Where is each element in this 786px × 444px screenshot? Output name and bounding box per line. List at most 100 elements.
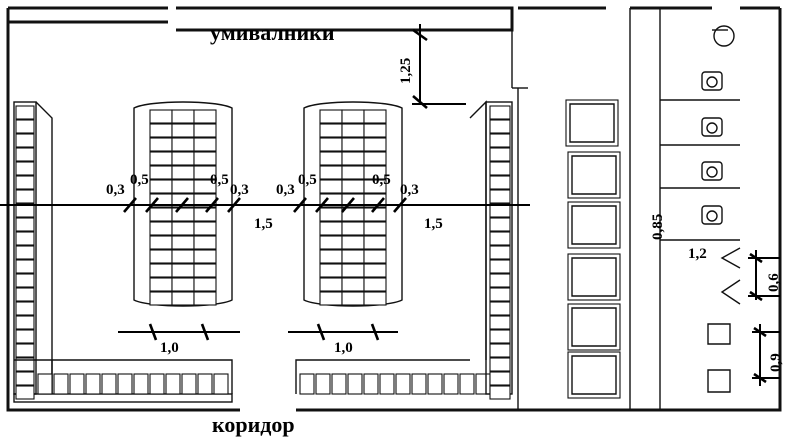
locker-cell	[15, 133, 35, 148]
locker-cell	[53, 373, 69, 395]
passage-b-label: 1,0	[334, 340, 353, 356]
locker-cell	[69, 373, 85, 395]
locker-cell	[171, 263, 195, 278]
locker-cell	[193, 123, 217, 138]
locker-cell	[319, 263, 343, 278]
locker-cell	[319, 179, 343, 194]
locker-cell	[85, 373, 101, 395]
locker-cell	[117, 373, 133, 395]
locker-cell	[363, 235, 387, 250]
locker-cell	[341, 109, 365, 124]
locker-cell	[193, 179, 217, 194]
seat-left-b-label: 0,5	[298, 172, 317, 188]
locker-cell	[489, 329, 511, 344]
locker-cell	[319, 109, 343, 124]
locker-cell	[149, 263, 173, 278]
locker-cell	[15, 385, 35, 400]
shower-tray	[571, 205, 617, 245]
locker-cell	[489, 301, 511, 316]
locker-cell	[171, 249, 195, 264]
locker-cell	[459, 373, 475, 395]
locker-cell	[15, 175, 35, 190]
locker-cell	[171, 123, 195, 138]
locker-cell	[171, 221, 195, 236]
shower-tray	[569, 103, 615, 143]
locker-cell	[489, 371, 511, 386]
locker-cell	[341, 123, 365, 138]
locker-cell	[489, 147, 511, 162]
locker-cell	[379, 373, 395, 395]
locker-cell	[15, 119, 35, 134]
locker-cell	[197, 373, 213, 395]
locker-cell	[171, 277, 195, 292]
locker-cell	[363, 263, 387, 278]
locker-cell	[15, 245, 35, 260]
passage-a-label: 1,0	[160, 340, 179, 356]
locker-cell	[319, 221, 343, 236]
wc-bowls	[701, 25, 735, 225]
locker-cell	[149, 179, 173, 194]
locker-cell	[489, 119, 511, 134]
corridor-label: коридор	[212, 412, 295, 437]
locker-cell	[489, 385, 511, 400]
locker-cell	[149, 109, 173, 124]
locker-cell	[15, 371, 35, 386]
locker-cell	[319, 151, 343, 166]
locker-cell	[149, 123, 173, 138]
locker-cell	[319, 123, 343, 138]
locker-cell	[193, 151, 217, 166]
locker-cell	[15, 231, 35, 246]
locker-cell	[363, 179, 387, 194]
locker-cell	[171, 207, 195, 222]
locker-cell	[193, 249, 217, 264]
locker-cell	[363, 373, 379, 395]
aisle-a-label: 1,5	[254, 216, 273, 232]
locker-cell	[341, 291, 365, 306]
gap-right-b-label: 0,3	[400, 182, 419, 198]
locker-cell	[427, 373, 443, 395]
locker-cell	[15, 315, 35, 330]
locker-cell	[341, 235, 365, 250]
seat-left-a-label: 0,5	[130, 172, 149, 188]
shower-width-label: 0,85	[650, 214, 666, 240]
locker-cell	[363, 109, 387, 124]
locker-cell	[15, 329, 35, 344]
locker-cell	[489, 287, 511, 302]
locker-cell	[149, 151, 173, 166]
locker-cell	[341, 151, 365, 166]
locker-cell	[15, 147, 35, 162]
locker-cell	[489, 175, 511, 190]
locker-cell	[15, 357, 35, 372]
locker-cell	[341, 179, 365, 194]
dimension-lines	[0, 24, 780, 386]
locker-cell	[489, 189, 511, 204]
locker-cell	[171, 151, 195, 166]
locker-cell	[331, 373, 347, 395]
urinals	[720, 247, 741, 305]
locker-cell	[193, 137, 217, 152]
locker-cell	[341, 249, 365, 264]
locker-cell	[149, 249, 173, 264]
bench-a-cells	[149, 109, 217, 306]
locker-cell	[193, 109, 217, 124]
seat-right-a-label: 0,5	[210, 172, 229, 188]
locker-cell	[363, 221, 387, 236]
locker-cell	[149, 277, 173, 292]
locker-cell	[193, 291, 217, 306]
locker-cell	[15, 217, 35, 232]
locker-cell	[489, 315, 511, 330]
gap-right-a-label: 0,3	[230, 182, 249, 198]
aisle-b-label: 1,5	[424, 216, 443, 232]
shower-cubicle	[567, 351, 621, 399]
locker-cell	[315, 373, 331, 395]
wc-block	[660, 29, 740, 241]
locker-cell	[489, 217, 511, 232]
locker-cell	[489, 105, 511, 120]
shower-cubicle	[567, 303, 621, 351]
sinks	[707, 323, 731, 393]
locker-cell	[171, 137, 195, 152]
locker-cell	[341, 137, 365, 152]
locker-cell	[15, 273, 35, 288]
locker-cell	[193, 263, 217, 278]
